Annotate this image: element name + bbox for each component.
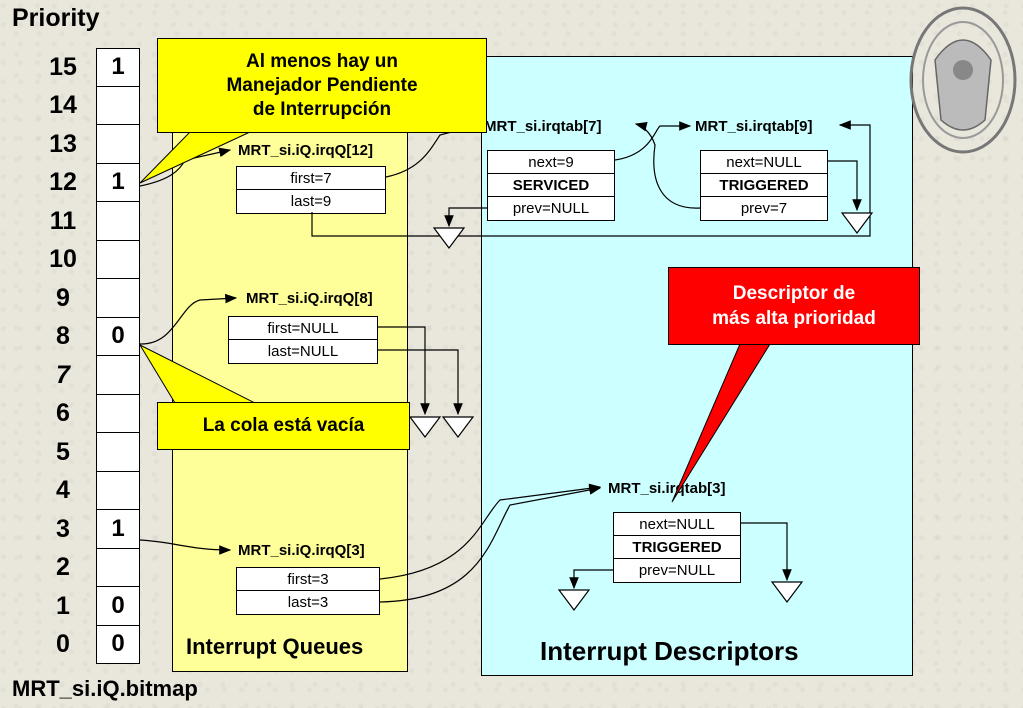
line-q8last-ground — [378, 349, 463, 416]
callout-pending-line-1: Al menos hay un — [245, 50, 399, 72]
descriptor-7-state: SERVICED — [488, 174, 614, 197]
callout-pending-pointer — [139, 131, 251, 184]
priority-number: 5 — [56, 437, 70, 466]
queue-3-box: first=3 last=3 — [236, 567, 380, 615]
priority-number: 4 — [56, 476, 70, 505]
ground-symbol — [441, 416, 475, 438]
priority-number: 3 — [56, 514, 70, 543]
line-d7prev-ground — [444, 207, 487, 228]
arrow-bitmap8-to-queue8 — [139, 293, 238, 345]
bitmap-cell — [96, 471, 140, 510]
priority-number: 8 — [56, 322, 70, 351]
callout-pending-line-2: Manejador Pendiente — [226, 74, 418, 96]
line-d3next-ground — [741, 522, 792, 582]
queue-12-last: last=9 — [290, 193, 332, 210]
arrow-d9prev-to-d7 — [634, 121, 701, 209]
bitmap-cell — [96, 433, 140, 472]
arrow-bitmap3-to-queue3 — [139, 539, 232, 555]
arrow-d7next-to-d9 — [614, 121, 692, 161]
descriptor-7-label: MRT_si.irqtab[7] — [484, 118, 602, 135]
descriptor-3-prev: prev=NULL — [638, 562, 716, 579]
callout-empty-queue: La cola está vacía — [157, 402, 410, 450]
arrow-q3last-to-d3 — [379, 485, 602, 603]
priority-number: 2 — [56, 553, 70, 582]
callout-highest-priority: Descriptor de más alta prioridad — [668, 267, 920, 345]
bitmap-cell: 1 — [96, 163, 140, 202]
priority-number: 0 — [56, 630, 70, 659]
bitmap-cell — [96, 86, 140, 125]
descriptor-9-label: MRT_si.irqtab[9] — [695, 118, 813, 135]
priority-number: 12 — [49, 168, 77, 197]
priority-number: 15 — [49, 52, 77, 81]
callout-pending-handler: Al menos hay un Manejador Pendiente de I… — [157, 38, 487, 133]
descriptor-7-next: next=9 — [488, 151, 614, 174]
descriptor-3-box: next=NULL TRIGGERED prev=NULL — [613, 512, 741, 583]
priority-number: 14 — [49, 91, 77, 120]
bitmap-cell: 0 — [96, 587, 140, 626]
bitmap-cell — [96, 202, 140, 241]
callout-pending-line-3: de Interrupción — [252, 98, 392, 120]
ground-symbol — [408, 416, 442, 438]
priority-number: 11 — [49, 206, 77, 235]
bitmap-cell — [96, 394, 140, 433]
queue-8-first: first=NULL — [229, 317, 377, 340]
bitmap-cell: 0 — [96, 317, 140, 356]
queue-8-label: MRT_si.iQ.irqQ[8] — [246, 290, 373, 307]
callout-empty-pointer — [138, 343, 256, 404]
interrupt-queues-label: Interrupt Queues — [186, 634, 364, 659]
descriptor-9-prev: prev=7 — [740, 200, 788, 217]
priority-number: 10 — [49, 245, 77, 274]
callout-highest-line-2: más alta prioridad — [712, 308, 876, 329]
callout-red-pointer — [671, 343, 771, 503]
bitmap-cell: 0 — [96, 625, 140, 664]
descriptor-9-next: next=NULL — [701, 151, 827, 174]
line-d3prev-ground — [569, 569, 613, 590]
priority-title: Priority — [12, 4, 100, 32]
bitmap-cell — [96, 279, 140, 318]
seal-logo-icon — [909, 6, 1017, 154]
descriptor-7-prev: prev=NULL — [512, 200, 590, 217]
queue-12-box: first=7 last=9 — [236, 166, 386, 214]
descriptor-3-label: MRT_si.irqtab[3] — [608, 480, 726, 497]
arrow-q3first-to-d3 — [379, 483, 602, 580]
queue-8-last: last=NULL — [267, 343, 339, 360]
arrow-q12first-to-d7 — [385, 123, 480, 178]
bitmap-cell: 1 — [96, 510, 140, 549]
bitmap-cell — [96, 240, 140, 279]
bitmap-cell — [96, 548, 140, 587]
callout-highest-line-1: Descriptor de — [732, 283, 856, 304]
ground-symbol — [840, 212, 874, 234]
priority-number: 13 — [49, 129, 77, 158]
priority-number: 6 — [56, 399, 70, 428]
line-q8first-ground — [378, 326, 430, 416]
priority-number: 1 — [56, 591, 70, 620]
ground-symbol — [557, 589, 591, 611]
queue-3-first: first=3 — [237, 568, 379, 591]
descriptor-7-box: next=9 SERVICED prev=NULL — [487, 150, 615, 221]
descriptor-3-state: TRIGGERED — [614, 536, 740, 559]
bitmap-cell: 1 — [96, 48, 140, 87]
priority-number: 7 — [56, 360, 70, 389]
queue-8-box: first=NULL last=NULL — [228, 316, 378, 364]
ground-symbol — [432, 227, 466, 249]
bitmap-cell — [96, 125, 140, 164]
priority-number: 9 — [56, 283, 70, 312]
line-q12last — [311, 120, 871, 237]
line-d9next-ground — [828, 160, 862, 212]
queue-12-label: MRT_si.iQ.irqQ[12] — [238, 142, 374, 159]
queue-3-last: last=3 — [287, 594, 329, 611]
descriptor-9-box: next=NULL TRIGGERED prev=7 — [700, 150, 828, 221]
queue-12-first: first=7 — [237, 167, 385, 190]
bitmap-cell — [96, 356, 140, 395]
ground-symbol — [770, 581, 804, 603]
descriptor-9-state: TRIGGERED — [701, 174, 827, 197]
bitmap-label: MRT_si.iQ.bitmap — [12, 676, 198, 701]
queue-3-label: MRT_si.iQ.irqQ[3] — [238, 542, 365, 559]
descriptor-3-next: next=NULL — [614, 513, 740, 536]
interrupt-descriptors-label: Interrupt Descriptors — [540, 636, 799, 666]
